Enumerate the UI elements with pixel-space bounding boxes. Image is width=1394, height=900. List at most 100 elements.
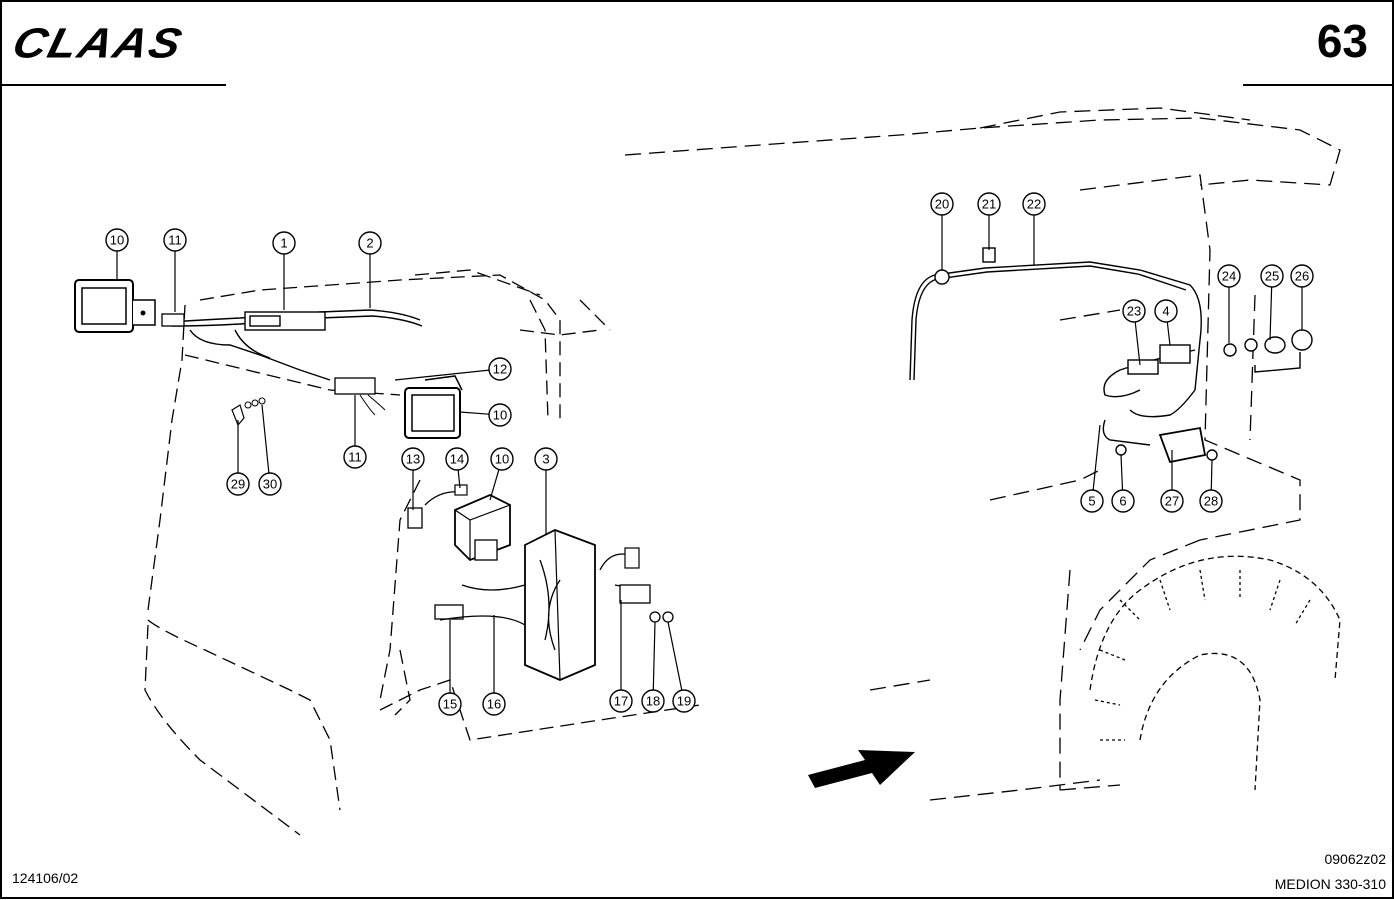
callout-leader (1166, 321, 1171, 346)
callout-15: 15 (438, 692, 462, 716)
callout-23: 23 (1122, 299, 1146, 323)
callout-leader (652, 621, 656, 691)
callout-label: 24 (1222, 269, 1236, 284)
callout-circle (1260, 264, 1284, 288)
callout-label: 30 (263, 477, 277, 492)
callout-label: 16 (487, 697, 501, 712)
callout-leader (489, 469, 500, 501)
callout-label: 28 (1204, 494, 1218, 509)
callout-label: 18 (646, 694, 660, 709)
left-cab-outline (144, 269, 701, 836)
callout-circle (672, 689, 696, 713)
callout-11: 11 (163, 228, 187, 252)
callout-circle (488, 403, 512, 427)
callout-circle (482, 692, 506, 716)
callout-leaders (116, 215, 1303, 693)
callout-circle (1022, 192, 1046, 216)
callout-label: 10 (495, 452, 509, 467)
callout-label: 27 (1165, 494, 1179, 509)
callout-26: 26 (1290, 264, 1314, 288)
callout-circle (401, 447, 425, 471)
wheel-arch (1089, 555, 1341, 791)
callout-circle (1111, 489, 1135, 513)
screws-29-30 (231, 397, 266, 427)
callout-5: 5 (1080, 489, 1104, 513)
callout-circle (272, 231, 296, 255)
direction-arrow (808, 750, 915, 788)
callout-circle (1199, 489, 1223, 513)
callout-circle (163, 228, 187, 252)
callout-label: 19 (677, 694, 691, 709)
callout-16: 16 (482, 692, 506, 716)
callout-2: 2 (358, 231, 382, 255)
callout-label: 21 (982, 197, 996, 212)
callout-circle (641, 689, 665, 713)
model-name: MEDION 330-310 (1274, 876, 1386, 892)
callout-10: 10 (490, 447, 514, 471)
harness-right (909, 247, 1313, 464)
callout-leader (1092, 424, 1101, 491)
relay-box-and-bracket (407, 484, 674, 681)
callout-circle (534, 447, 558, 471)
callout-29: 29 (226, 472, 250, 496)
callout-label: 10 (110, 233, 124, 248)
callout-label: 6 (1119, 494, 1126, 509)
callout-leader (1210, 459, 1213, 491)
callout-circle (445, 447, 469, 471)
callout-leader (1269, 286, 1273, 341)
callout-circle (609, 689, 633, 713)
callout-circle (343, 445, 367, 469)
callout-label: 10 (493, 408, 507, 423)
callout-label: 26 (1295, 269, 1309, 284)
callout-label: 22 (1027, 197, 1041, 212)
callout-label: 11 (168, 233, 182, 248)
harness-left (169, 309, 423, 381)
callout-27: 27 (1160, 489, 1184, 513)
callout-6: 6 (1111, 489, 1135, 513)
callout-circle (1080, 489, 1104, 513)
callout-label: 11 (348, 450, 362, 465)
callout-circle (490, 447, 514, 471)
callout-circle (1122, 299, 1146, 323)
work-light-center (334, 375, 463, 439)
callout-28: 28 (1199, 489, 1223, 513)
callout-30: 30 (258, 472, 282, 496)
callout-circle (930, 192, 954, 216)
callout-10: 10 (105, 228, 129, 252)
callout-leader (1120, 454, 1124, 491)
callout-25: 25 (1260, 264, 1284, 288)
callout-label: 5 (1088, 494, 1095, 509)
callout-10: 10 (488, 403, 512, 427)
callout-18: 18 (641, 689, 665, 713)
callout-21: 21 (977, 192, 1001, 216)
callout-label: 15 (443, 697, 457, 712)
callout-label: 1 (280, 236, 287, 251)
callout-circle (977, 192, 1001, 216)
callout-circle (226, 472, 250, 496)
callout-circle (1154, 299, 1178, 323)
callout-1: 1 (272, 231, 296, 255)
callout-11: 11 (343, 445, 367, 469)
right-cab-outline (624, 107, 1341, 801)
drawing-code: 09062z02 (1324, 851, 1386, 867)
callout-circle (488, 357, 512, 381)
callout-leader (457, 469, 461, 489)
callout-circle (1160, 489, 1184, 513)
callout-label: 25 (1265, 269, 1279, 284)
claas-logo: CLAAS (8, 19, 189, 67)
callout-circle (105, 228, 129, 252)
callout-circle (1290, 264, 1314, 288)
callout-19: 19 (672, 689, 696, 713)
callout-22: 22 (1022, 192, 1046, 216)
callout-label: 2 (366, 236, 373, 251)
callout-3: 3 (534, 447, 558, 471)
callout-label: 17 (614, 694, 628, 709)
callout-label: 29 (231, 477, 245, 492)
callout-leader (261, 404, 270, 474)
callout-circle (438, 692, 462, 716)
callout-label: 3 (542, 452, 549, 467)
callout-label: 23 (1127, 304, 1141, 319)
callout-4: 4 (1154, 299, 1178, 323)
